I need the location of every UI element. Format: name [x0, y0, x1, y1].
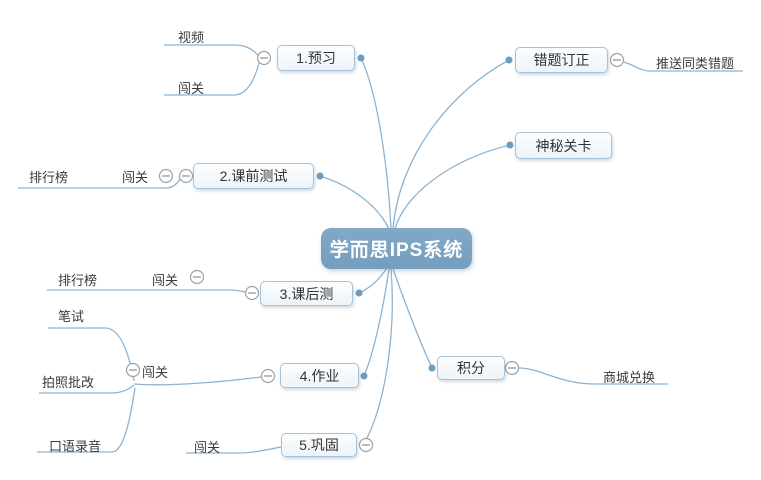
- collapse-icon[interactable]: [125, 362, 141, 378]
- connector-line: [133, 376, 262, 386]
- node-pass-level-consolidate[interactable]: 闯关: [194, 440, 221, 455]
- node-pass-level-preview[interactable]: 闯关: [178, 81, 205, 96]
- node-preview[interactable]: 1.预习: [277, 45, 355, 71]
- node-consolidate[interactable]: 5.巩固: [281, 433, 357, 457]
- connector-line: [392, 59, 510, 230]
- connector-line: [37, 387, 136, 453]
- node-points[interactable]: 积分: [437, 356, 505, 380]
- node-pass-level-posttest[interactable]: 闯关: [152, 273, 179, 288]
- connection-dot: [355, 289, 363, 297]
- node-mall-exchange[interactable]: 商城兑换: [603, 370, 656, 385]
- connector-line: [47, 289, 246, 293]
- connection-dot: [506, 141, 514, 149]
- collapse-icon[interactable]: [178, 168, 194, 184]
- connector-line: [360, 57, 392, 230]
- connection-dot: [357, 54, 365, 62]
- connector-line: [186, 446, 282, 454]
- connector-line: [394, 144, 511, 230]
- node-post-class-test[interactable]: 3.课后测: [260, 281, 353, 306]
- connector-line: [623, 61, 743, 72]
- connection-dot: [360, 372, 368, 380]
- node-photo-correction[interactable]: 拍照批改: [42, 375, 95, 390]
- collapse-icon[interactable]: [504, 360, 520, 376]
- connector-line: [39, 384, 135, 394]
- connector-line: [366, 268, 393, 439]
- connector-line: [164, 62, 260, 96]
- collapse-icon[interactable]: [260, 368, 276, 384]
- node-push-similar-errors[interactable]: 推送同类错题: [656, 56, 735, 71]
- connector-line: [358, 267, 388, 294]
- node-written-test[interactable]: 笔试: [58, 309, 85, 324]
- connection-dot: [505, 56, 513, 64]
- root-node[interactable]: 学而思IPS系统: [321, 228, 472, 269]
- root-node-label: 学而思IPS系统: [329, 240, 464, 261]
- collapse-icon[interactable]: [358, 437, 374, 453]
- node-ranking-pretest[interactable]: 排行榜: [29, 170, 69, 185]
- node-pre-class-test[interactable]: 2.课前测试: [193, 163, 314, 189]
- connector-line: [319, 175, 390, 230]
- collapse-icon[interactable]: [158, 168, 174, 184]
- node-label: 2.课前测试: [219, 168, 288, 184]
- collapse-icon[interactable]: [609, 52, 625, 68]
- connector-line: [18, 178, 181, 189]
- collapse-icon[interactable]: [244, 285, 260, 301]
- node-error-correction[interactable]: 错题订正: [515, 47, 608, 73]
- node-label: 4.作业: [299, 367, 340, 384]
- node-video[interactable]: 视频: [178, 30, 205, 45]
- connector-line: [164, 44, 259, 56]
- node-label: 错题订正: [533, 52, 590, 68]
- node-label: 积分: [457, 360, 485, 376]
- node-oral-recording[interactable]: 口语录音: [49, 439, 102, 454]
- node-label: 神秘关卡: [535, 137, 592, 154]
- node-label: 3.课后测: [279, 285, 334, 302]
- collapse-icon[interactable]: [189, 269, 205, 285]
- node-pass-level-pretest[interactable]: 闯关: [122, 170, 149, 185]
- node-ranking-posttest[interactable]: 排行榜: [58, 273, 98, 288]
- node-homework[interactable]: 4.作业: [280, 363, 359, 388]
- connector-line: [518, 367, 668, 385]
- node-label: 5.巩固: [299, 437, 339, 453]
- connection-dot: [316, 172, 324, 180]
- collapse-icon[interactable]: [256, 50, 272, 66]
- connection-dot: [428, 364, 436, 372]
- node-label: 1.预习: [296, 50, 336, 66]
- connector-line: [392, 268, 433, 369]
- node-mystery-level[interactable]: 神秘关卡: [515, 132, 612, 159]
- node-pass-level-homework[interactable]: 闯关: [142, 365, 169, 380]
- connector-line: [363, 268, 390, 377]
